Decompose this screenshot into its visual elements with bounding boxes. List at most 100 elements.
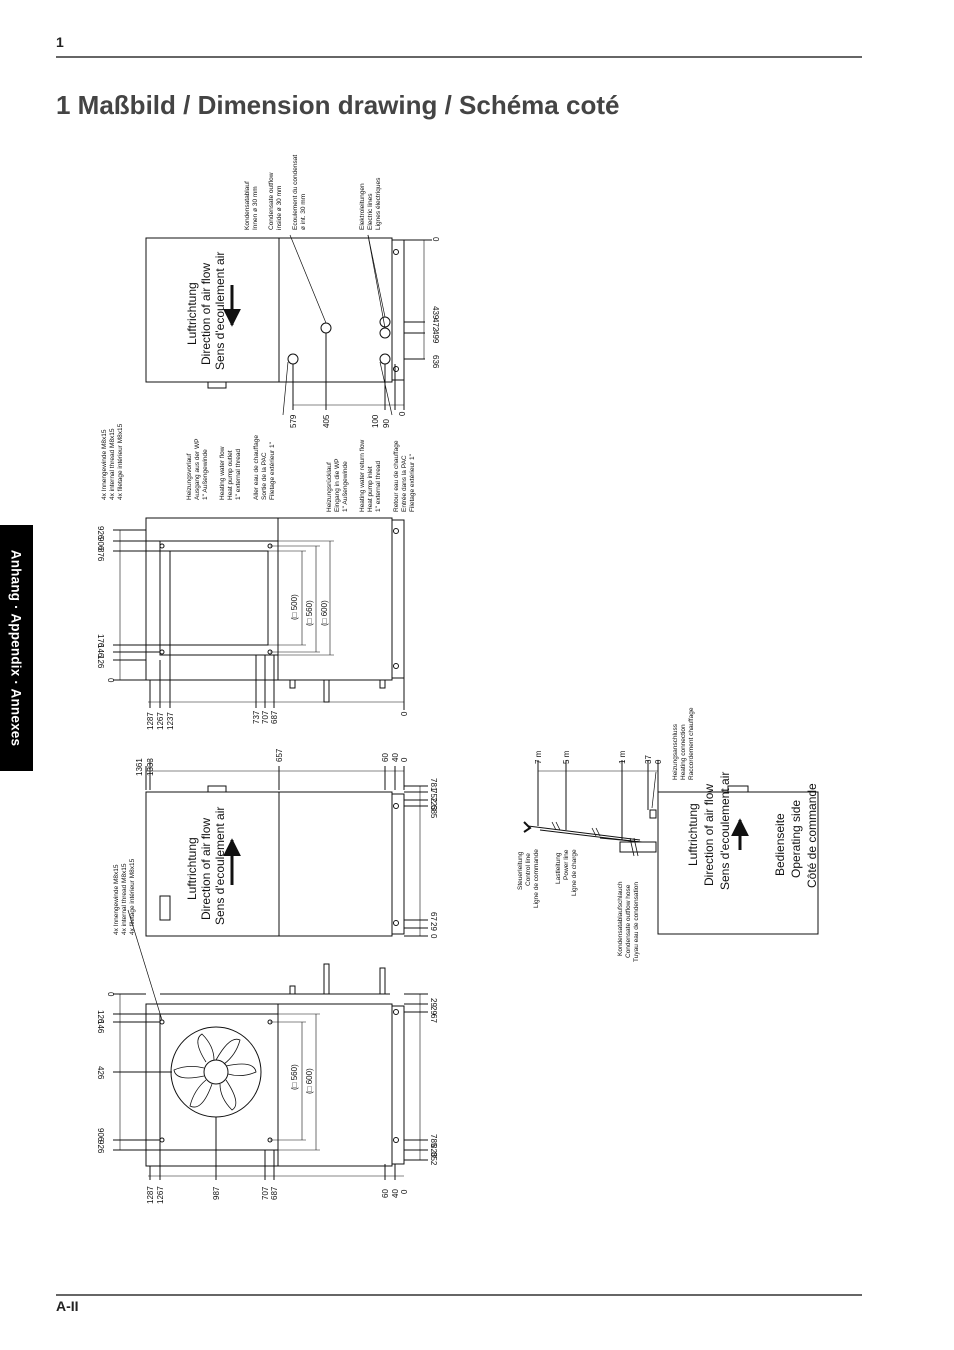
svg-text:Sens d'ecoulement air: Sens d'ecoulement air <box>718 772 732 890</box>
svg-text:0: 0 <box>106 678 115 683</box>
svg-text:Ecoulement du condensat: Ecoulement du condensat <box>292 155 299 230</box>
unit-outline-side <box>145 791 393 937</box>
svg-text:Entrée dans la PAC: Entrée dans la PAC <box>401 455 408 512</box>
svg-text:1267: 1267 <box>156 1186 165 1204</box>
svg-text:100: 100 <box>371 414 380 428</box>
svg-text:(□ 560): (□ 560) <box>305 600 314 626</box>
svg-text:823: 823 <box>429 1144 438 1158</box>
svg-text:0: 0 <box>400 711 409 716</box>
svg-text:4x filetage intérieur M8x15: 4x filetage intérieur M8x15 <box>129 858 136 935</box>
svg-text:4x Innengewinde M8x15: 4x Innengewinde M8x15 <box>113 864 120 935</box>
heating-return-note: Heizungsrücklauf Eingang in die WP 1" Au… <box>326 439 416 512</box>
heating-connection-note: Heizungsanschluss Heating connection Rac… <box>672 707 695 780</box>
svg-text:176: 176 <box>96 634 105 648</box>
svg-text:90: 90 <box>382 419 391 428</box>
svg-text:4x internal thread M8x15: 4x internal thread M8x15 <box>109 428 116 500</box>
svg-text:37: 37 <box>644 755 653 764</box>
svg-text:Retour eau de chauffage: Retour eau de chauffage <box>393 440 400 512</box>
svg-text:Kondensatablauf: Kondensatablauf <box>244 181 251 230</box>
svg-text:29: 29 <box>429 998 438 1007</box>
svg-text:40: 40 <box>391 1189 400 1198</box>
heating-flow-note: Heizungsvorlauf Ausgang aus der WP 1" Au… <box>186 435 276 500</box>
svg-text:126: 126 <box>96 1010 105 1024</box>
svg-text:0: 0 <box>654 759 663 764</box>
footer-rule <box>56 1294 862 1296</box>
svg-text:Filetage extérieur 1": Filetage extérieur 1" <box>409 453 416 512</box>
airflow-label-side: Luftrichtung Direction of air flow Sens … <box>185 807 227 925</box>
svg-text:146: 146 <box>96 644 105 658</box>
svg-text:723: 723 <box>429 797 438 811</box>
svg-text:Operating side: Operating side <box>789 800 803 878</box>
svg-text:4x Innengewinde M8x15: 4x Innengewinde M8x15 <box>101 429 108 500</box>
svg-text:(□ 600): (□ 600) <box>305 1068 314 1094</box>
svg-text:5 m: 5 m <box>562 750 571 764</box>
svg-text:579: 579 <box>289 414 298 428</box>
svg-text:Heating water flow: Heating water flow <box>219 446 226 500</box>
svg-text:Tuyau eau de condensation: Tuyau eau de condensation <box>633 882 640 962</box>
svg-text:Sortie de la PAC: Sortie de la PAC <box>261 452 268 500</box>
svg-text:Ligne de commande: Ligne de commande <box>533 849 540 908</box>
svg-text:707: 707 <box>261 710 270 724</box>
heating-connection-port <box>649 809 657 819</box>
airflow-label-connections: Luftrichtung Direction of air flow Sens … <box>686 772 732 890</box>
svg-text:Kondensatablaufschlauch: Kondensatablaufschlauch <box>617 881 624 956</box>
view-front <box>113 963 428 1180</box>
airflow-label-line: Luftrichtung <box>185 282 199 345</box>
svg-text:1" external thread: 1" external thread <box>375 461 382 512</box>
svg-text:Power line: Power line <box>563 849 570 880</box>
svg-text:636: 636 <box>431 355 440 369</box>
power-line-note: Lastleitung Power line Ligne de charge <box>555 849 578 896</box>
electric-port-2 <box>379 327 391 339</box>
svg-text:Lignes électriques: Lignes électriques <box>375 177 382 230</box>
svg-text:Eingang in die WP: Eingang in die WP <box>334 459 341 512</box>
svg-text:4x internal thread M8x15: 4x internal thread M8x15 <box>121 863 128 935</box>
back-view-dimensions: 926 906 876 176 146 126 0 1287 1267 1237… <box>96 526 409 730</box>
svg-text:Heizungsanschluss: Heizungsanschluss <box>672 723 679 780</box>
svg-text:Lastleitung: Lastleitung <box>555 852 562 884</box>
view-top <box>145 234 432 416</box>
svg-text:Steuerleitung: Steuerleitung <box>517 851 524 890</box>
svg-text:0: 0 <box>431 237 440 242</box>
svg-text:0: 0 <box>106 992 115 997</box>
view-back <box>113 517 405 710</box>
svg-text:7 m: 7 m <box>534 750 543 764</box>
svg-text:(□ 500): (□ 500) <box>290 594 299 620</box>
airflow-label-line: Sens d'ecoulement air <box>213 252 227 370</box>
svg-text:1 m: 1 m <box>618 750 627 764</box>
svg-text:Direction of air flow: Direction of air flow <box>199 818 213 920</box>
svg-text:(□ 560): (□ 560) <box>290 1064 299 1090</box>
svg-text:Luftrichtung: Luftrichtung <box>686 803 700 866</box>
svg-text:Heating connection: Heating connection <box>680 724 687 780</box>
condensate-outflow-note: Kondensatablauf Innen ø 30 mm Condensate… <box>244 155 307 230</box>
svg-text:67: 67 <box>429 1014 438 1023</box>
svg-text:781: 781 <box>429 778 438 792</box>
svg-text:Direction of air flow: Direction of air flow <box>702 784 716 886</box>
svg-text:Condensate outflow hose: Condensate outflow hose <box>625 884 632 958</box>
svg-text:Elektroleitungen: Elektroleitungen <box>359 183 366 230</box>
front-view-dimensions: 0 126 146 426 906 926 29 29 67 785 823 8… <box>96 992 438 1204</box>
svg-text:29: 29 <box>429 1006 438 1015</box>
svg-text:499: 499 <box>431 330 440 344</box>
svg-text:926: 926 <box>96 1140 105 1154</box>
svg-text:752: 752 <box>429 789 438 803</box>
svg-text:Filetage extérieur 1": Filetage extérieur 1" <box>269 441 276 500</box>
svg-text:685: 685 <box>429 805 438 819</box>
svg-text:126: 126 <box>96 655 105 669</box>
page-number: 1 <box>56 34 64 50</box>
appendix-side-tab[interactable] <box>0 525 33 771</box>
svg-text:426: 426 <box>96 1066 105 1080</box>
condensate-hose <box>619 841 657 853</box>
air-inlet-grille <box>169 550 269 646</box>
condensate-hose-note: Kondensatablaufschlauch Condensate outfl… <box>617 881 640 962</box>
svg-text:657: 657 <box>275 748 284 762</box>
svg-text:737: 737 <box>252 710 261 724</box>
svg-text:687: 687 <box>270 1186 279 1200</box>
svg-text:785: 785 <box>429 1134 438 1148</box>
view-side <box>127 760 428 1021</box>
svg-text:Innen ø 30 mm: Innen ø 30 mm <box>252 186 259 230</box>
svg-text:Heating water return flow: Heating water return flow <box>359 439 366 512</box>
svg-text:40: 40 <box>391 753 400 762</box>
svg-text:67: 67 <box>429 912 438 921</box>
svg-text:29: 29 <box>429 922 438 931</box>
header-rule <box>56 56 862 58</box>
